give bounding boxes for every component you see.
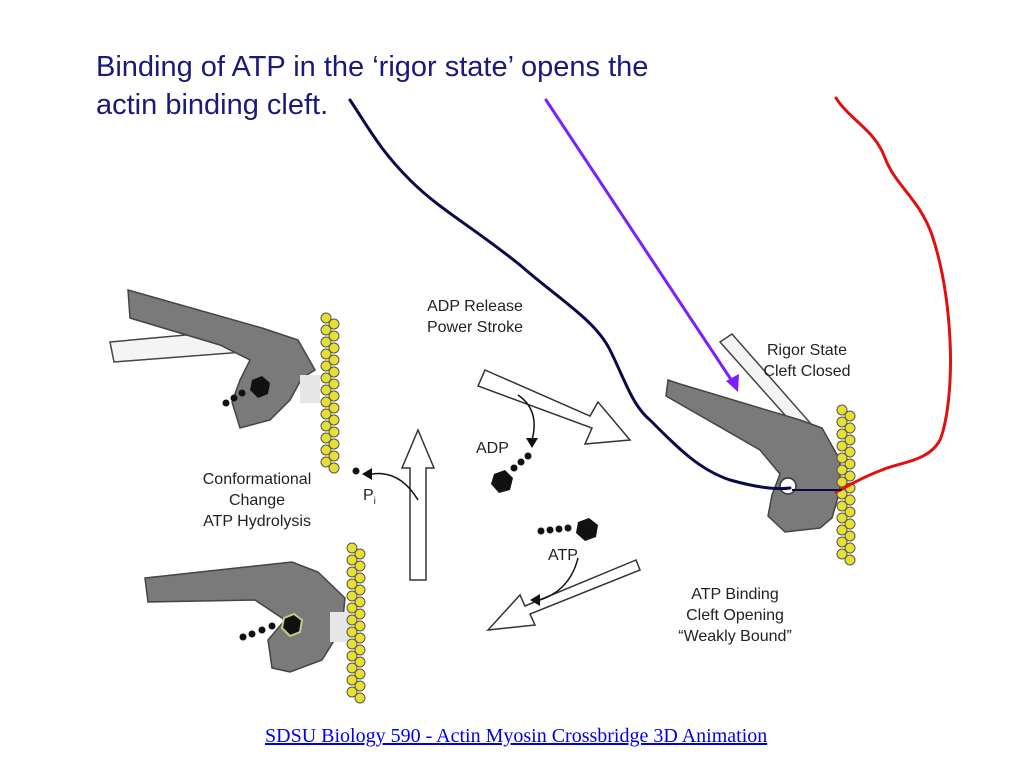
bottom-left-phosphate-4 <box>239 633 247 641</box>
source-animation-link[interactable]: SDSU Biology 590 - Actin Myosin Crossbri… <box>265 725 768 747</box>
phosphate-label: Pi <box>363 487 376 507</box>
right-myosin-head <box>665 378 841 533</box>
top-left-atp-hexagon <box>250 376 270 398</box>
power-stroke-arrow <box>476 369 632 445</box>
right-crossbridge <box>665 333 856 566</box>
rigor-state-label-line-1: Rigor State <box>766 342 848 359</box>
free-atp-molecule <box>537 518 598 541</box>
free-adp-molecule <box>491 452 532 493</box>
bottom-left-cleft-gap <box>330 612 350 642</box>
conformational-change-label-line-3: ATP Hydrolysis <box>203 513 311 530</box>
adp-label-text: ADP <box>476 440 509 457</box>
pi-release-curve <box>371 472 419 501</box>
phosphate-label-subscript: i <box>373 496 376 508</box>
atp-binding-arrow <box>486 559 641 631</box>
atp-binding-curve <box>539 557 579 601</box>
bottom-left-phosphate-3 <box>248 630 256 638</box>
purple-annotation-arrow-line <box>544 98 736 386</box>
adp-release-label-line-2: Power Stroke <box>426 319 524 336</box>
top-left-actin-filament <box>320 312 340 474</box>
adp-release-curve-head <box>526 438 538 448</box>
slide-title-line-1: Binding of ATP in the ‘rigor state’ open… <box>96 51 649 83</box>
atp-binding-label-line-3: “Weakly Bound” <box>678 628 792 645</box>
slide-title-line-2: actin binding cleft. <box>96 89 329 121</box>
bottom-left-phosphate-2 <box>258 626 266 634</box>
bottom-left-crossbridge <box>144 542 366 704</box>
atp-binding-label-line-2: Cleft Opening <box>686 607 784 624</box>
top-left-phosphate-2 <box>230 394 238 402</box>
purple-annotation-arrow-head <box>726 374 739 392</box>
conformational-change-arrow <box>400 428 436 581</box>
bottom-left-phosphate-1 <box>268 622 276 630</box>
bottom-left-myosin-head <box>144 561 346 673</box>
top-left-phosphate-3 <box>222 399 230 407</box>
conformational-change-label-line-1: Conformational <box>202 471 312 488</box>
slide-title: Binding of ATP in the ‘rigor state’ open… <box>96 48 796 124</box>
phosphate-label-main: P <box>363 487 374 504</box>
bottom-left-adp-pi-hexagon <box>280 612 304 638</box>
adp-release-label: ADP Release Power Stroke <box>400 296 550 338</box>
right-nucleotide-pocket <box>779 477 797 495</box>
atp-label-text: ATP <box>548 547 578 564</box>
adp-release-curve <box>517 394 535 441</box>
atp-binding-curve-head <box>530 594 540 606</box>
red-annotation-stroke <box>834 96 953 494</box>
rigor-state-label: Rigor State Cleft Closed <box>742 340 872 382</box>
top-left-myosin-head <box>127 288 317 429</box>
pi-release-curve-head <box>362 468 372 480</box>
top-left-phosphate-1 <box>238 389 246 397</box>
free-phosphate <box>352 467 360 475</box>
conformational-change-label-line-2: Change <box>228 492 286 509</box>
atp-label: ATP <box>548 545 578 566</box>
rigor-state-label-line-2: Cleft Closed <box>763 363 851 380</box>
bottom-left-actin-filament <box>346 542 366 704</box>
atp-binding-label: ATP Binding Cleft Opening “Weakly Bound” <box>650 584 820 647</box>
adp-label: ADP <box>476 438 509 459</box>
top-left-crossbridge <box>109 288 340 474</box>
navy-annotation-stroke <box>348 98 792 491</box>
top-left-cleft-gap <box>300 375 320 403</box>
atp-binding-label-line-1: ATP Binding <box>691 586 779 603</box>
adp-release-label-line-1: ADP Release <box>427 298 523 315</box>
conformational-change-label: Conformational Change ATP Hydrolysis <box>172 469 342 532</box>
